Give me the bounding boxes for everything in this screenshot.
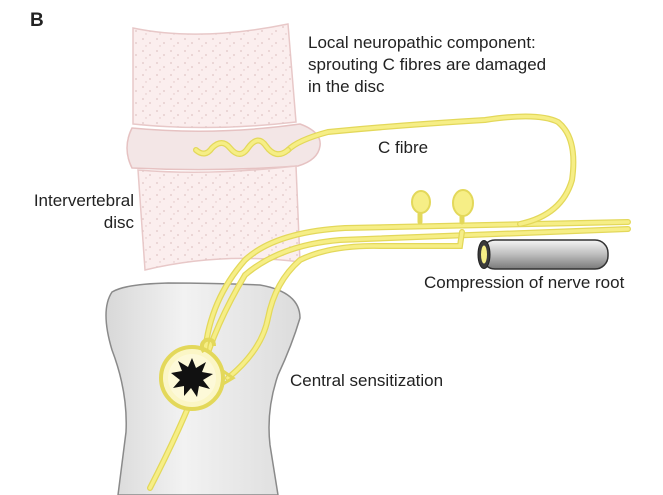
upper-vertebra [133, 24, 296, 128]
compression-label: Compression of nerve root [424, 272, 624, 294]
ganglion-bulb-2 [453, 190, 473, 216]
intervertebral-disc-label: Intervertebral disc [8, 190, 134, 234]
panel-letter: B [30, 10, 44, 32]
central-sensitization-label: Central sensitization [290, 370, 443, 392]
ganglion-bulb-1 [412, 191, 430, 213]
compression-tube [478, 240, 608, 269]
local-neuropathic-label: Local neuropathic component: sprouting C… [308, 32, 546, 98]
c-fibre-label: C fibre [378, 137, 428, 159]
